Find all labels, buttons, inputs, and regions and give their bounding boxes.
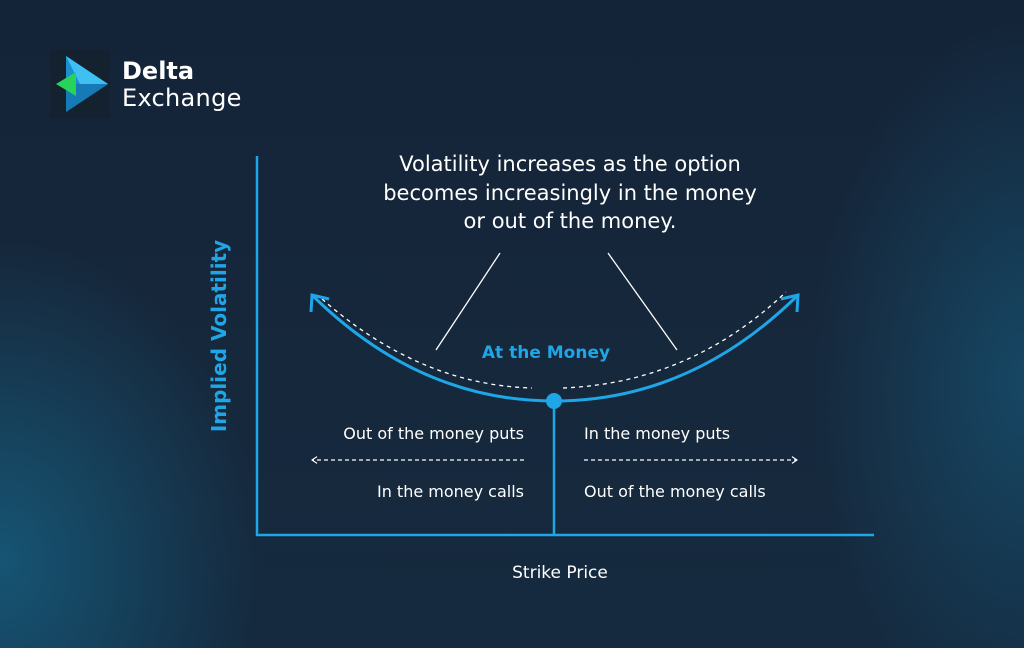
curve-arrowhead-left bbox=[309, 293, 330, 313]
y-axis-label: Implied Volatility bbox=[207, 240, 231, 432]
annotation-pointer-left bbox=[435, 252, 501, 351]
curve-arrowhead-right bbox=[780, 293, 800, 313]
dashed-smile-left bbox=[321, 298, 533, 389]
delta-play-triangle-icon bbox=[50, 50, 112, 118]
annotation-line-2: becomes increasingly in the money bbox=[383, 181, 757, 205]
x-axis-label: Strike Price bbox=[512, 563, 608, 583]
annotation-line-3: or out of the money. bbox=[464, 209, 677, 233]
label-in-the-money-calls: In the money calls bbox=[377, 482, 524, 501]
label-out-of-the-money-calls: Out of the money calls bbox=[584, 482, 766, 501]
brand-name-exchange: Exchange bbox=[122, 84, 242, 112]
at-the-money-point bbox=[546, 393, 562, 409]
annotation-pointer-right bbox=[607, 252, 678, 351]
annotation-line-1: Volatility increases as the option bbox=[399, 152, 741, 176]
label-out-of-the-money-puts: Out of the money puts bbox=[343, 424, 524, 443]
label-in-the-money-puts: In the money puts bbox=[584, 424, 730, 443]
brand-logo: Delta Exchange bbox=[50, 50, 280, 120]
brand-name-delta: Delta bbox=[122, 57, 195, 85]
at-the-money-label: At the Money bbox=[482, 343, 610, 363]
dashed-smile-right bbox=[562, 291, 787, 389]
